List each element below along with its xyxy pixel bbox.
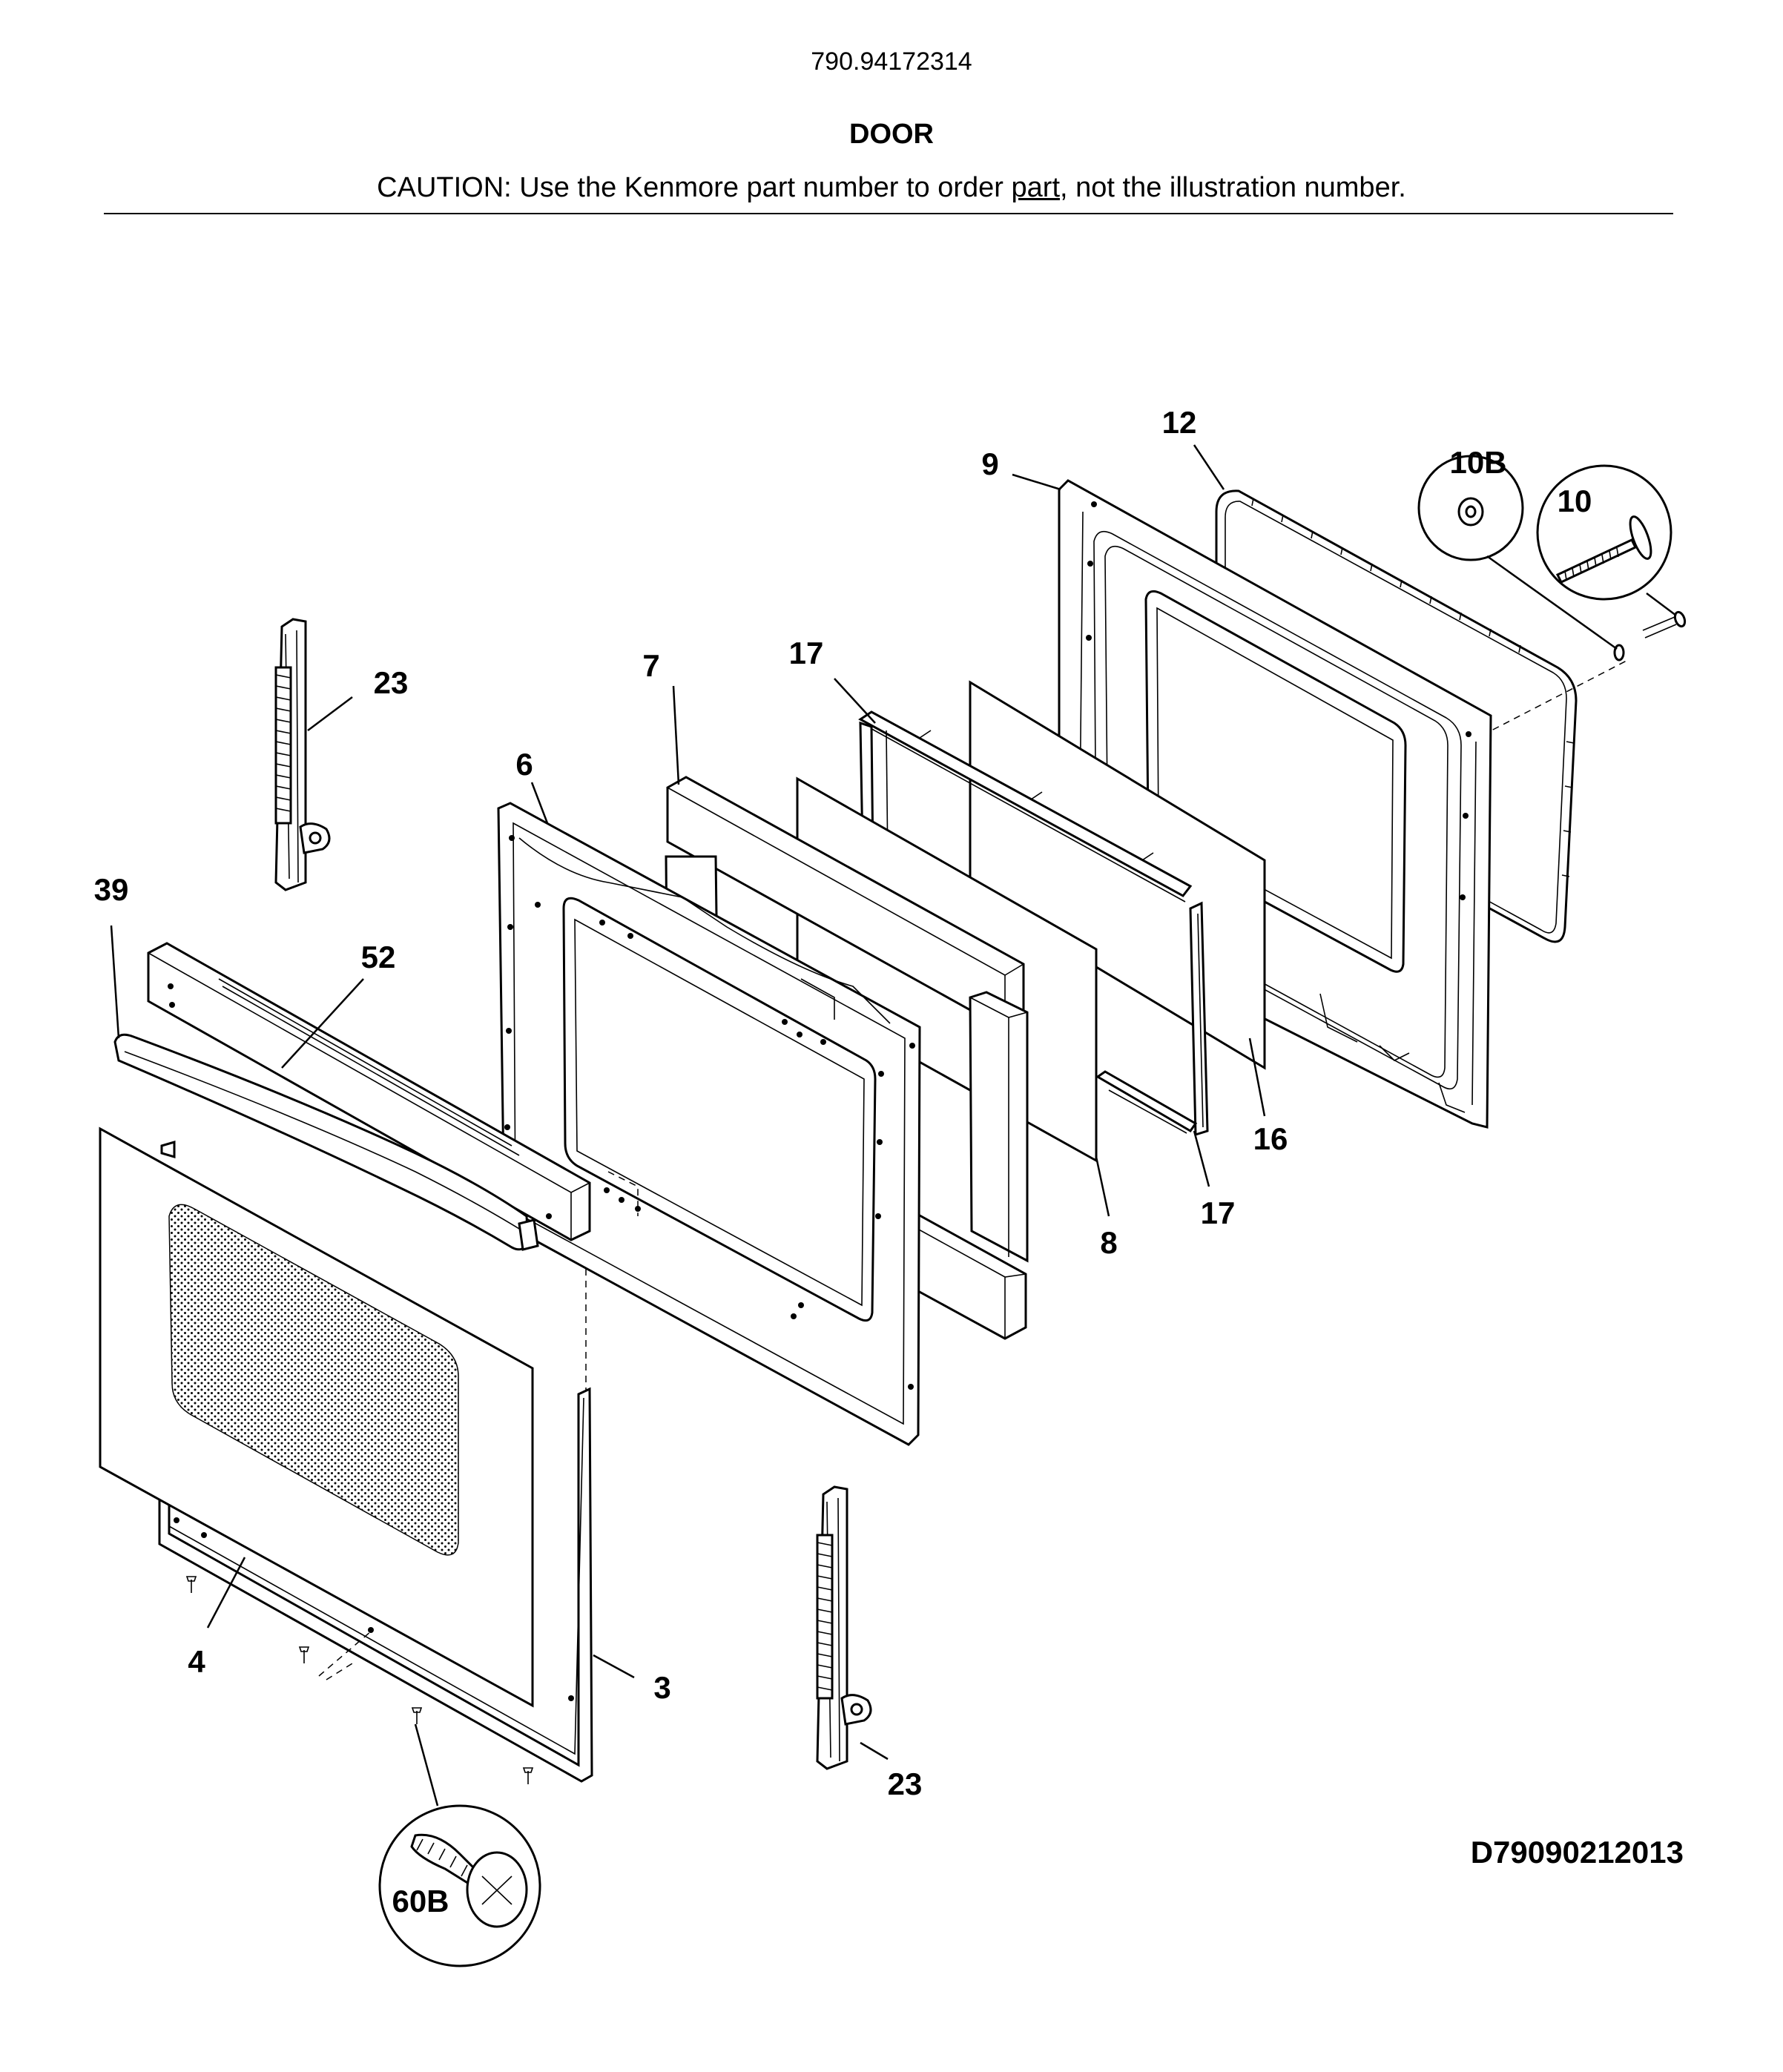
callout-60b: 60B xyxy=(392,1884,449,1918)
leader-4 xyxy=(206,1557,246,1629)
callout-8: 8 xyxy=(1100,1225,1117,1260)
leader-8 xyxy=(1095,1156,1110,1217)
callout-7: 7 xyxy=(642,648,659,683)
leader-23-bottom xyxy=(860,1741,889,1761)
handle-trim-part-52 xyxy=(147,942,591,1241)
callout-16: 16 xyxy=(1253,1121,1288,1156)
detail-circle-10b xyxy=(1417,455,1618,650)
detail-circle-60b xyxy=(378,1723,541,1967)
page-title: DOOR xyxy=(849,119,934,150)
leader-9 xyxy=(1012,473,1061,491)
diagram-code: D79090212013 xyxy=(1470,1835,1684,1870)
caution-text-start: CAUTION: Use the Kenmore part number to … xyxy=(377,172,1012,203)
callout-4: 4 xyxy=(188,1644,205,1679)
leader-17-bottom xyxy=(1193,1130,1210,1187)
leader-52 xyxy=(281,978,364,1069)
door-handle-part-39 xyxy=(113,1033,539,1251)
leader-17-top xyxy=(834,678,876,724)
callout-3: 3 xyxy=(653,1670,670,1705)
callout-6: 6 xyxy=(515,747,533,782)
screw-set-part-60b xyxy=(185,1576,534,1784)
leader-3 xyxy=(593,1654,635,1679)
leader-23-top xyxy=(307,696,353,731)
leader-39 xyxy=(110,925,120,1039)
hinge-part-23-top xyxy=(274,618,331,891)
caution-text-end: , not the illustration number. xyxy=(1060,172,1406,203)
leader-7 xyxy=(672,685,680,785)
outer-frame-part-3 xyxy=(158,1387,593,1783)
hinge-part-23-bottom xyxy=(816,1485,872,1770)
header-divider xyxy=(104,213,1673,214)
callout-9: 9 xyxy=(981,446,998,481)
callout-17-top: 17 xyxy=(789,636,824,670)
callout-17-bottom: 17 xyxy=(1201,1195,1236,1230)
detail-circle-10 xyxy=(1536,464,1677,616)
model-number: 790.94172314 xyxy=(811,47,972,76)
caution-note: CAUTION: Use the Kenmore part number to … xyxy=(0,172,1783,204)
callout-23-bottom: 23 xyxy=(888,1766,923,1801)
outer-glass-part-4 xyxy=(99,1126,534,1708)
callout-10: 10 xyxy=(1558,484,1592,518)
caution-part-link: part xyxy=(1011,172,1060,203)
callout-39: 39 xyxy=(94,872,129,907)
callout-23-top: 23 xyxy=(374,665,409,700)
window-pattern xyxy=(168,1204,459,1556)
callout-10b: 10B xyxy=(1449,445,1506,480)
callout-52: 52 xyxy=(361,940,396,974)
bolt-part-10-small xyxy=(1642,610,1687,639)
leader-12 xyxy=(1193,444,1225,490)
glass-retainer-part-17-bottom xyxy=(1095,901,1209,1137)
leader-16 xyxy=(1248,1037,1266,1117)
leader-6 xyxy=(530,782,549,824)
callout-12: 12 xyxy=(1162,405,1197,440)
